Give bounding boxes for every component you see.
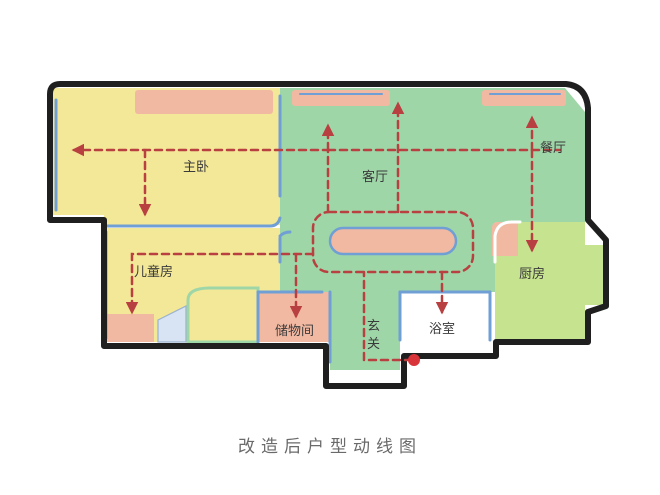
- dining-cabinet: [482, 90, 566, 106]
- kitchen-counter: [492, 222, 518, 256]
- route-entrance: [362, 270, 414, 362]
- label-master-bedroom: 主卧: [183, 160, 209, 175]
- route-kids-branch: [125, 252, 315, 315]
- kids-desk: [186, 286, 260, 344]
- label-storage: 储物间: [275, 324, 314, 339]
- outer-wall: [47, 81, 609, 389]
- kids-shelf: [157, 305, 187, 343]
- route-central-loop: [311, 210, 475, 274]
- diagram-caption: 改造后户型动线图: [238, 437, 422, 457]
- kids-wardrobe: [106, 314, 154, 342]
- label-kids-room: 儿童房: [134, 264, 173, 280]
- master-bedroom-zone: [52, 88, 280, 225]
- label-bathroom: 浴室: [429, 321, 455, 337]
- circulation-routes: [71, 101, 562, 362]
- label-dining-room: 餐厅: [540, 140, 566, 156]
- kitchen-zone: [495, 222, 605, 340]
- master-kids-partition: [102, 216, 282, 228]
- kitchen-wall-arc: [493, 220, 522, 264]
- entry-point-dot: [408, 354, 420, 366]
- label-entrance-1: 玄: [367, 319, 380, 334]
- room-labels: 主卧 客厅 餐厅 儿童房 厨房 储物间 玄 关 浴室: [134, 140, 566, 352]
- label-living-room: 客厅: [362, 169, 388, 185]
- central-island: [328, 226, 458, 256]
- label-kitchen: 厨房: [519, 266, 545, 282]
- label-entrance-2: 关: [367, 337, 380, 352]
- kids-living-wall: [278, 230, 292, 264]
- master-bed: [135, 90, 273, 114]
- living-sofa: [292, 90, 390, 106]
